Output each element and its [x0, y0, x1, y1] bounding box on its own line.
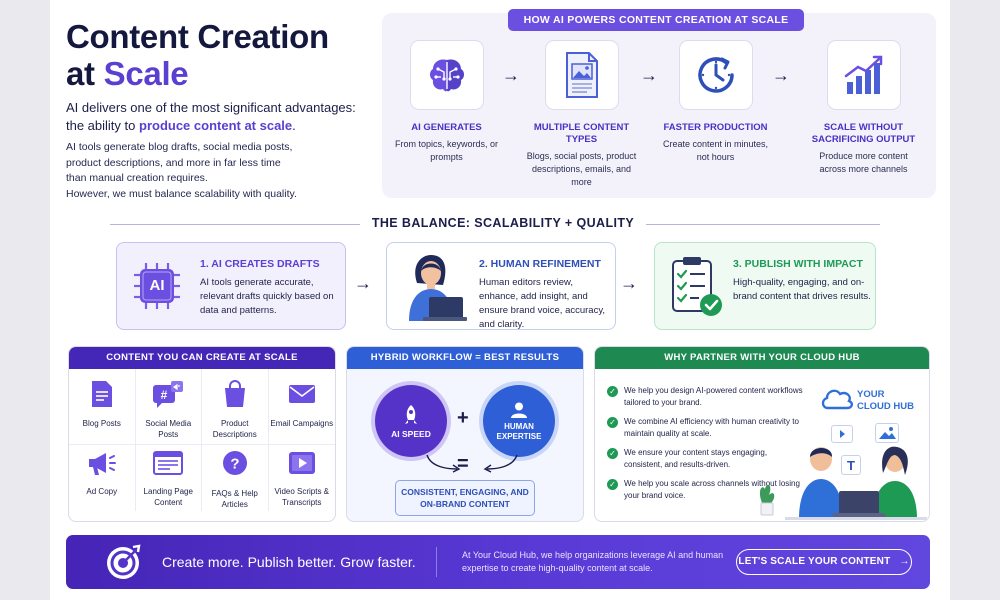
brain-icon: [429, 59, 464, 92]
target-icon: [107, 544, 141, 579]
arrow-right-icon: →: [899, 556, 910, 567]
list-item: ✓We help you design AI-powered content w…: [607, 385, 807, 408]
content-types-panel: CONTENT YOU CAN CREATE AT SCALE Blog Pos…: [68, 346, 336, 522]
card-desc: AI tools generate accurate, relevant dra…: [200, 277, 334, 316]
check-icon: ✓: [607, 417, 618, 428]
clock-icon: [697, 57, 734, 93]
plus-sign: +: [457, 407, 469, 429]
video-icon: [288, 452, 315, 474]
how-title: HOW AI POWERS CONTENT CREATION AT SCALE: [508, 9, 804, 31]
footer-divider: [436, 547, 437, 577]
shopping-bag-icon: [224, 380, 245, 407]
arrow-icon: →: [354, 273, 372, 293]
how-step-faster: FASTER PRODUCTION Create content in minu…: [658, 40, 773, 164]
panel-title: HYBRID WORKFLOW = BEST RESULTS: [347, 347, 583, 369]
document-image-icon: [565, 52, 598, 98]
footer-banner: Create more. Publish better. Grow faster…: [66, 535, 930, 589]
list-item: ✓We combine AI efficiency with human cre…: [607, 416, 807, 439]
how-step-content-types: MULTIPLE CONTENT TYPES Blogs, social pos…: [524, 40, 639, 189]
how-step-ai-generates: AI GENERATES From topics, keywords, or p…: [389, 40, 504, 164]
arrow-icon: →: [620, 273, 638, 293]
content-type-video: Video Scripts & Transcripts: [269, 445, 336, 511]
arrow-icon: →: [502, 65, 520, 85]
scale-content-button[interactable]: LET'S SCALE YOUR CONTENT →: [736, 549, 912, 575]
result-box: CONSISTENT, ENGAGING, AND ON-BRAND CONTE…: [395, 480, 535, 516]
hero-body: AI tools generate blog drafts, social me…: [66, 141, 297, 200]
title-accent: Scale: [103, 55, 189, 92]
hybrid-panel: HYBRID WORKFLOW = BEST RESULTS AI SPEED …: [346, 346, 584, 522]
panel-title: CONTENT YOU CAN CREATE AT SCALE: [69, 347, 335, 369]
balance-card-publish: 3. PUBLISH WITH IMPACT High-quality, eng…: [654, 242, 876, 330]
title-line-2: at Scale: [66, 55, 189, 92]
landing-page-icon: [153, 451, 184, 475]
megaphone-icon: [88, 453, 116, 475]
video-tile-icon: [831, 425, 853, 443]
person-icon: [511, 402, 527, 418]
email-icon: [288, 385, 315, 403]
checklist-icon: [672, 257, 722, 316]
content-type-landing: Landing Page Content: [136, 445, 202, 511]
footer-text: At Your Cloud Hub, we help organizations…: [462, 550, 724, 573]
card-title: 1. AI CREATES DRAFTS: [200, 258, 320, 270]
hero-lead: AI delivers one of the most significant …: [66, 100, 356, 133]
card-title: 3. PUBLISH WITH IMPACT: [733, 258, 863, 270]
content-type-email: Email Campaigns: [268, 369, 335, 445]
content-type-social: # Social Media Posts: [135, 369, 202, 445]
lead-highlight: produce content at scale: [139, 118, 293, 133]
content-type-product: Product Descriptions: [202, 369, 269, 445]
card-title: 2. HUMAN REFINEMENT: [479, 258, 601, 270]
why-list: ✓We help you design AI-powered content w…: [607, 385, 807, 509]
how-step-scale: SCALE WITHOUT SACRIFICING OUTPUT Produce…: [806, 40, 921, 176]
brand-name: YOUR CLOUD HUB: [857, 389, 914, 412]
check-icon: ✓: [607, 386, 618, 397]
human-expertise-circle: HUMAN EXPERTISE: [483, 385, 555, 457]
list-item: ✓We help you scale across channels witho…: [607, 478, 807, 501]
arrow-icon: →: [640, 65, 658, 85]
panel-title: WHY PARTNER WITH YOUR CLOUD HUB: [595, 347, 929, 369]
infographic: Content Creation at Scale AI delivers on…: [50, 0, 950, 600]
text-tile-icon: T: [841, 455, 861, 475]
team-illustration: [759, 446, 927, 520]
editor-person-icon: [409, 255, 467, 321]
content-type-faq: ? FAQs & Help Articles: [202, 445, 269, 511]
check-icon: ✓: [607, 448, 618, 459]
social-media-icon: #: [153, 381, 184, 408]
list-item: ✓We ensure your content stays engaging, …: [607, 447, 807, 470]
faq-icon: ?: [222, 451, 247, 475]
balance-card-human-refinement: 2. HUMAN REFINEMENT Human editors review…: [386, 242, 616, 330]
content-type-ad: Ad Copy: [69, 445, 136, 511]
page-title: Content Creation at Scale: [66, 18, 366, 92]
ai-chip-icon: AI: [131, 260, 183, 312]
divider: [646, 224, 880, 225]
card-desc: High-quality, engaging, and on-brand con…: [733, 277, 871, 302]
balance-title: THE BALANCE: SCALABILITY + QUALITY: [371, 216, 635, 230]
rocket-icon: [405, 404, 417, 424]
footer-cta: Create more. Publish better. Grow faster…: [162, 554, 416, 570]
cloud-icon: [821, 389, 854, 410]
content-type-blog: Blog Posts: [69, 369, 136, 445]
title-line-1: Content Creation: [66, 18, 329, 55]
divider: [110, 224, 360, 225]
arrow-icon: →: [772, 65, 790, 85]
blog-post-icon: [91, 381, 112, 407]
check-icon: ✓: [607, 479, 618, 490]
image-tile-icon: [875, 423, 899, 443]
growth-chart-icon: [844, 55, 882, 94]
svg-text:?: ?: [230, 456, 239, 473]
svg-text:#: #: [161, 388, 168, 402]
balance-card-ai-drafts: AI 1. AI CREATES DRAFTS AI tools generat…: [116, 242, 346, 330]
card-desc: Human editors review, enhance, add insig…: [479, 277, 606, 330]
equals-sign: =: [457, 453, 469, 475]
ai-speed-circle: AI SPEED: [375, 385, 447, 457]
merge-arrows: [426, 454, 518, 473]
why-panel: WHY PARTNER WITH YOUR CLOUD HUB ✓We help…: [594, 346, 930, 522]
